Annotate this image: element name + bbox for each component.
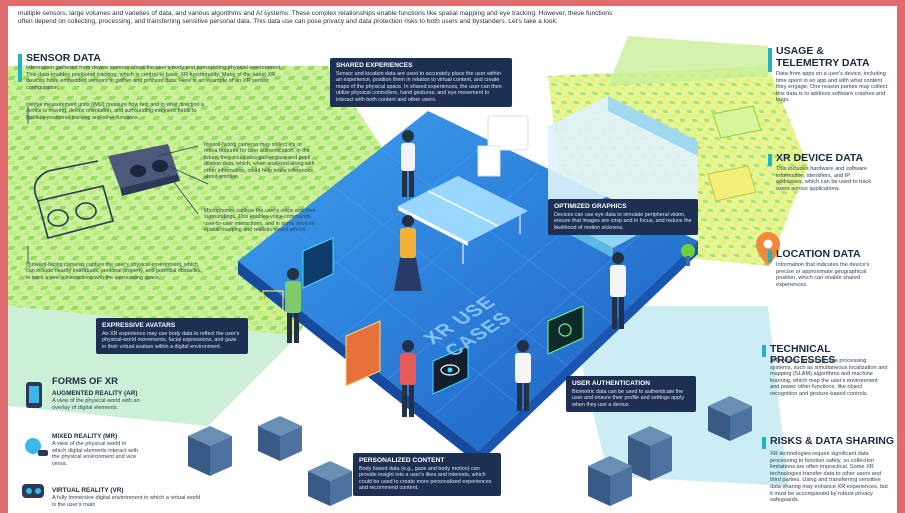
tech-body: XR requires advanced data processing sys…	[770, 358, 888, 397]
panel-shared-title: SHARED EXPERIENCES	[336, 62, 413, 69]
infographic-frame: XR USE CASES multiple sensors, large vol…	[8, 6, 897, 513]
forms-title: FORMS OF XR	[52, 376, 118, 387]
vr-title: VIRTUAL REALITY (VR)	[52, 487, 124, 494]
panel-shared-experiences: SHARED EXPERIENCES Sensor and location d…	[330, 58, 512, 108]
tech-title: TECHNICAL PROCESSES	[770, 343, 836, 366]
microphones-callout: Microphones capture the user's voice and…	[204, 208, 316, 234]
usage-bar	[768, 48, 772, 72]
panel-expressive-avatars: EXPRESSIVE AVATARS An XR experience may …	[96, 318, 248, 355]
panel-graphics-body: Devices can use eye data to simulate per…	[554, 212, 692, 231]
sensor-data-title: SENSOR DATA	[26, 52, 101, 64]
platform-side-right	[478, 241, 698, 464]
panel-shared-body: Sensor and location data are used to acc…	[336, 71, 502, 103]
usage-title-line1: USAGE &	[776, 45, 824, 57]
panel-user-authentication: USER AUTHENTICATION Biometric data can b…	[566, 376, 696, 413]
risks-body: XR technologies require significant data…	[770, 451, 888, 504]
mr-title: MIXED REALITY (MR)	[52, 433, 118, 440]
eye-icon	[432, 345, 469, 395]
device-title: XR DEVICE DATA	[776, 152, 864, 164]
location-body: Information that indicates the device's …	[776, 262, 870, 288]
inward-camera-text: Inward-facing cameras may collect iris o…	[204, 142, 315, 181]
headset-outline-icon	[33, 160, 114, 239]
phone-icon	[26, 382, 42, 408]
location-title: LOCATION DATA	[776, 248, 861, 260]
microphones-text: Microphones capture the user's voice and…	[204, 208, 316, 234]
device-bar	[768, 154, 772, 166]
panel-personalized-title: PERSONALIZED CONTENT	[359, 457, 445, 464]
sensor-data-bar	[18, 54, 22, 82]
imu-text: Inertial measurement units (IMU) measure…	[26, 102, 204, 121]
inward-camera-callout: Inward-facing cameras may collect iris o…	[204, 142, 316, 180]
panel-personalized-body: Body based data (e.g., gaze and body mot…	[359, 466, 492, 492]
ping-pong-table-icon	[398, 176, 528, 264]
panel-graphics-title: OPTIMIZED GRAPHICS	[554, 203, 627, 210]
panel-auth-body: Biometric data can be used to authentica…	[572, 389, 685, 408]
ar-title: AUGMENTED REALITY (AR)	[52, 390, 138, 397]
risks-bar	[762, 437, 766, 449]
location-pin-icon	[756, 232, 780, 266]
panel-personalized-content: PERSONALIZED CONTENT Body based data (e.…	[353, 453, 501, 496]
sensor-data-body: Information gathered from device sensors…	[26, 65, 282, 91]
intro-text: multiple sensors, large volumes and vari…	[18, 10, 613, 26]
tech-bar	[762, 345, 766, 357]
location-bar	[768, 250, 772, 262]
usage-title-line2: TELEMETRY DATA	[776, 57, 870, 69]
panel-avatars-body: An XR experience may use body data to re…	[102, 331, 240, 350]
ar-body: A view of the physical world with an ove…	[52, 398, 140, 411]
panel-avatars-title: EXPRESSIVE AVATARS	[102, 322, 176, 329]
usage-body: Data from apps on a user's device, inclu…	[776, 71, 888, 104]
imu-callout: Inertial measurement units (IMU) measure…	[26, 102, 204, 121]
server-icon	[188, 396, 752, 506]
panel-optimized-graphics: OPTIMIZED GRAPHICS Devices can use eye d…	[548, 199, 698, 236]
outward-camera-callout: Outward-facing cameras capture the user'…	[26, 262, 204, 281]
risks-title: RISKS & DATA SHARING	[770, 435, 895, 447]
mr-body: A view of the physical world in which di…	[52, 441, 139, 467]
person-icon	[401, 130, 415, 197]
outward-camera-text: Outward-facing cameras capture the user'…	[26, 262, 203, 281]
panel-auth-title: USER AUTHENTICATION	[572, 380, 651, 387]
vr-body: A fully immersive digital environment in…	[52, 495, 201, 508]
vr-headset-icon	[22, 484, 44, 498]
device-body: This includes hardware and software info…	[776, 166, 872, 192]
mixed-reality-icon	[25, 438, 48, 456]
